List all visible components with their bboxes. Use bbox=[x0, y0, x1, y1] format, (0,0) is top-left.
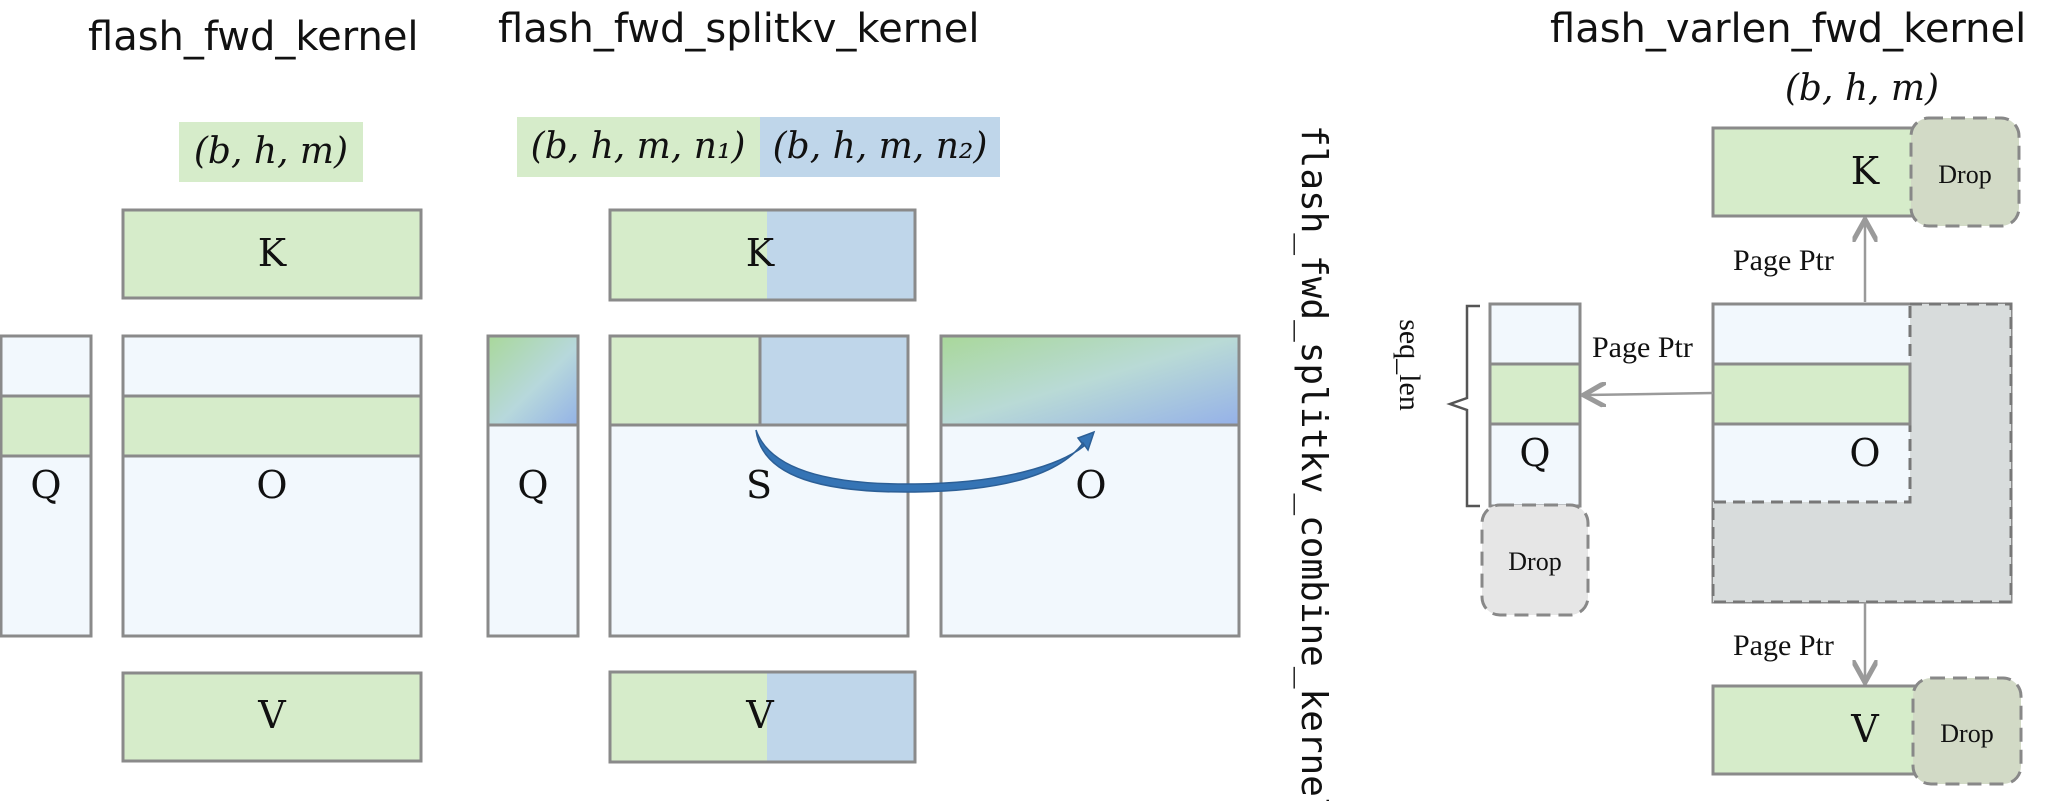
grid-label: (b, h, m) bbox=[194, 131, 348, 172]
seq-len-brace bbox=[1446, 304, 1480, 508]
grid-label-split-1: (b, h, m, n₁) bbox=[531, 126, 746, 167]
grid-badge-split-1 bbox=[517, 117, 760, 177]
v-block-outline bbox=[608, 670, 917, 764]
s-tile-split-2 bbox=[760, 336, 908, 425]
k-label: K bbox=[258, 231, 287, 275]
k-block-split-1 bbox=[610, 210, 767, 300]
v-label: V bbox=[257, 693, 286, 737]
combine-kernel-title: flash_fwd_splitkv_combine_kernel bbox=[1293, 125, 1334, 801]
q-label-split: Q bbox=[517, 463, 548, 507]
q-drop-label: Drop bbox=[1508, 547, 1561, 576]
q-row-tile-varlen bbox=[1488, 362, 1582, 426]
o-label: O bbox=[256, 463, 287, 507]
o-dropped-region bbox=[1711, 302, 2013, 604]
q-row-tile bbox=[0, 394, 93, 458]
v-block-split-2 bbox=[767, 672, 915, 762]
q-tile-split-gradient bbox=[486, 334, 580, 427]
q-label-varlen: Q bbox=[1519, 431, 1550, 475]
grid-badge-split-2 bbox=[760, 117, 1000, 177]
o-label-varlen: O bbox=[1849, 431, 1880, 475]
q-drop-region bbox=[1480, 503, 1590, 617]
v-label-split: V bbox=[745, 693, 774, 737]
panel-title-flash-fwd-splitkv: flash_fwd_splitkv_kernel bbox=[498, 6, 980, 52]
v-drop-label: Drop bbox=[1940, 719, 1993, 748]
k-block-split-2 bbox=[767, 210, 915, 300]
v-label-varlen: V bbox=[1850, 707, 1879, 751]
page-ptr-label-q: Page Ptr bbox=[1592, 331, 1693, 364]
o-block bbox=[121, 334, 423, 638]
q-label: Q bbox=[30, 463, 61, 507]
grid-badge bbox=[179, 122, 363, 182]
k-drop-label: Drop bbox=[1938, 160, 1991, 189]
k-block bbox=[121, 208, 423, 300]
grid-label-split-2: (b, h, m, n₂) bbox=[773, 126, 988, 167]
k-drop-region bbox=[1909, 116, 2021, 228]
q-block bbox=[0, 334, 93, 638]
panel-title-flash-fwd: flash_fwd_kernel bbox=[88, 14, 419, 60]
k-label-varlen: K bbox=[1851, 149, 1880, 193]
seq-len-label: seq_len bbox=[1393, 319, 1426, 411]
v-block-split-1 bbox=[610, 672, 767, 762]
panel-flash-varlen-fwd: flash_varlen_fwd_kernel (b, h, m) K Drop… bbox=[1393, 6, 2026, 786]
combine-arrow bbox=[755, 429, 1096, 493]
panel-flash-fwd-splitkv: flash_fwd_splitkv_kernel (b, h, m, n₁) (… bbox=[486, 6, 1241, 764]
panel-title-flash-varlen-fwd: flash_varlen_fwd_kernel bbox=[1550, 6, 2026, 52]
o-tile-split-gradient bbox=[939, 334, 1241, 427]
s-tile-split-1 bbox=[610, 336, 760, 425]
v-block bbox=[121, 671, 423, 763]
o-row-tile bbox=[121, 394, 423, 458]
o-label-split: O bbox=[1075, 463, 1106, 507]
page-ptr-label-v: Page Ptr bbox=[1733, 629, 1834, 662]
panel-flash-fwd: flash_fwd_kernel (b, h, m) K Q O V bbox=[0, 14, 423, 763]
k-label-split: K bbox=[746, 231, 775, 275]
v-drop-region bbox=[1911, 676, 2023, 786]
s-label: S bbox=[746, 463, 772, 507]
o-row-tile-varlen bbox=[1711, 362, 1912, 426]
page-ptr-label-k: Page Ptr bbox=[1733, 244, 1834, 277]
grid-label-varlen: (b, h, m) bbox=[1785, 68, 1939, 109]
page-ptr-arrow-q bbox=[1586, 393, 1714, 395]
k-block-outline bbox=[608, 208, 917, 302]
